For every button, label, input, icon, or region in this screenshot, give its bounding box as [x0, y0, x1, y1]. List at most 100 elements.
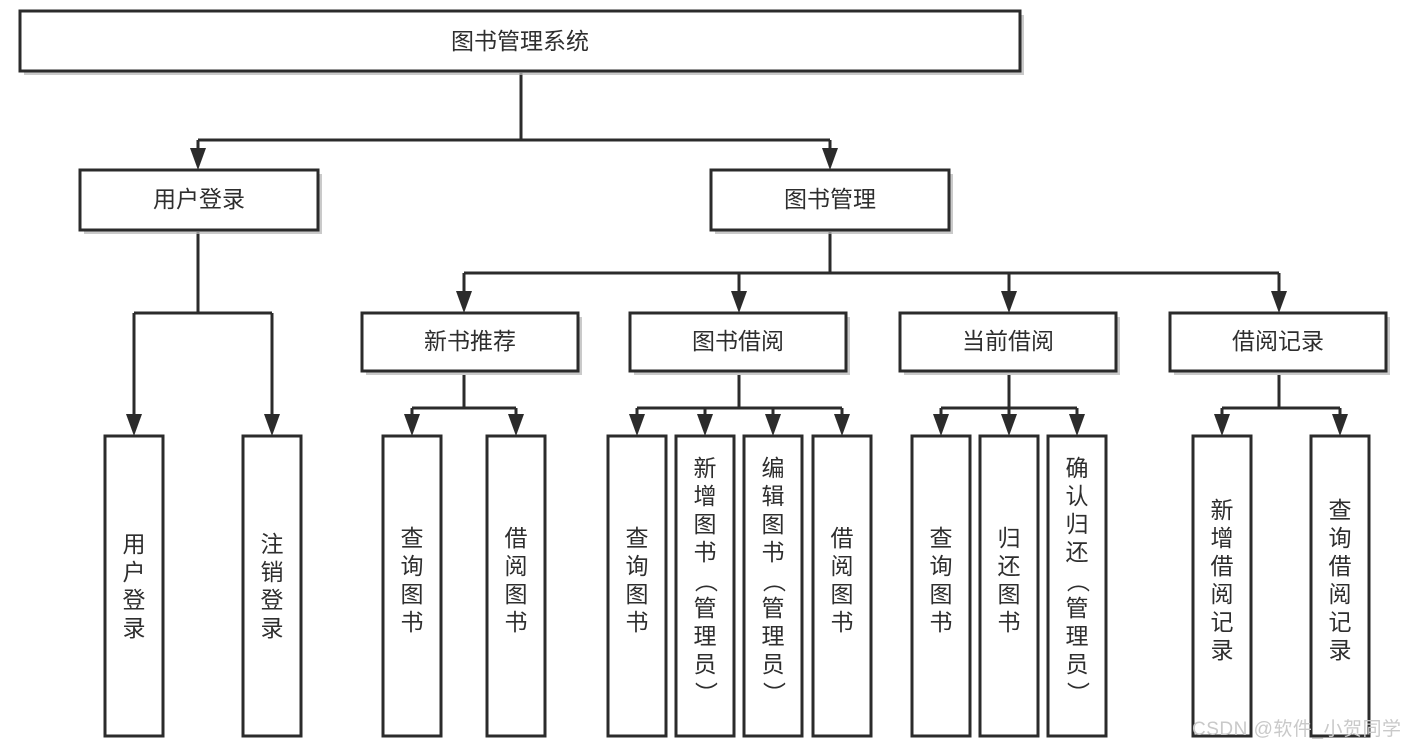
csdn-watermark: CSDN @软件_小贺同学 — [1192, 718, 1401, 740]
new-book-recommend-node-label: 新书推荐 — [424, 328, 516, 354]
svg-text:书: 书 — [762, 539, 785, 565]
svg-text:归: 归 — [1066, 511, 1089, 537]
arrow-icon-to-user-login — [190, 148, 206, 170]
svg-text:增: 增 — [1211, 525, 1234, 551]
leaf-box-ul-1 — [241, 434, 303, 738]
arrow-icon-bb-0 — [629, 414, 645, 436]
svg-text:用: 用 — [123, 531, 146, 557]
svg-text:理: 理 — [694, 623, 717, 649]
svg-text:借: 借 — [831, 525, 854, 551]
arrow-icon-ul-0 — [126, 414, 142, 436]
arrow-icon-l3-1 — [731, 291, 747, 313]
book-management-node-box — [709, 168, 951, 232]
svg-text:管: 管 — [1066, 595, 1089, 621]
svg-text:增: 增 — [694, 483, 717, 509]
leaf-box-cb-0 — [910, 434, 972, 738]
node-current-borrow[interactable]: 当前借阅 — [898, 311, 1120, 375]
svg-text:图: 图 — [998, 581, 1021, 607]
svg-text:记: 记 — [1329, 609, 1352, 635]
arrow-icon-bb-2 — [765, 414, 781, 436]
svg-text:书: 书 — [694, 539, 717, 565]
user-login-node-label: 用户登录 — [153, 186, 245, 212]
edge-current-borrow-to-leaves — [933, 375, 1085, 436]
root-node-label: 图书管理系统 — [451, 28, 589, 54]
leaf-box-cb-2 — [1046, 434, 1108, 738]
svg-text:录: 录 — [1211, 637, 1234, 663]
svg-text:）: ） — [1065, 682, 1091, 705]
svg-text:书: 书 — [831, 609, 854, 635]
new-book-recommend-node-box — [360, 311, 580, 373]
arrow-icon-l3-0 — [456, 291, 472, 313]
svg-text:员: 员 — [762, 651, 785, 677]
user-login-node-box — [78, 168, 320, 232]
svg-text:查: 查 — [1329, 497, 1352, 523]
svg-text:（: （ — [693, 570, 719, 593]
svg-text:理: 理 — [1066, 623, 1089, 649]
arrow-icon-l3-3 — [1271, 291, 1287, 313]
leaf-box-nb-0 — [381, 434, 443, 738]
arrow-icon-l3-2 — [1001, 291, 1017, 313]
svg-text:新: 新 — [1211, 497, 1234, 523]
leaf-box-bb-2 — [742, 434, 804, 738]
edge-book-borrow-to-leaves — [629, 375, 850, 436]
arrow-icon-ul-1 — [264, 414, 280, 436]
leaf-box-cb-1 — [978, 434, 1040, 738]
svg-text:还: 还 — [1066, 539, 1089, 565]
svg-text:借: 借 — [505, 525, 528, 551]
leaf-box-bb-0 — [606, 434, 668, 738]
book-management-node-label: 图书管理 — [784, 186, 876, 212]
leaf-box-ul-0 — [103, 434, 165, 738]
book-borrow-node-label: 图书借阅 — [692, 328, 784, 354]
svg-text:查: 查 — [626, 525, 649, 551]
svg-text:户: 户 — [123, 559, 146, 585]
svg-text:书: 书 — [401, 609, 424, 635]
node-book-borrow[interactable]: 图书借阅 — [628, 311, 850, 375]
node-root-book-management-system[interactable]: 图书管理系统 — [18, 9, 1024, 75]
node-user-login[interactable]: 用户登录 — [78, 168, 322, 234]
leaf-box-br-0 — [1191, 434, 1253, 738]
borrow-record-node-label: 借阅记录 — [1232, 328, 1324, 354]
svg-text:员: 员 — [694, 651, 717, 677]
node-new-book-recommend[interactable]: 新书推荐 — [360, 311, 582, 375]
arrow-icon-cb-1 — [1001, 414, 1017, 436]
svg-text:询: 询 — [1329, 525, 1352, 551]
edge-user-login-to-leaves — [126, 232, 280, 436]
svg-text:登: 登 — [261, 587, 284, 613]
arrow-icon-bb-1 — [697, 414, 713, 436]
svg-text:还: 还 — [998, 553, 1021, 579]
arrow-icon-br-0 — [1214, 414, 1230, 436]
svg-text:图: 图 — [930, 581, 953, 607]
svg-text:阅: 阅 — [505, 553, 528, 579]
svg-text:图: 图 — [831, 581, 854, 607]
node-book-management[interactable]: 图书管理 — [709, 168, 953, 234]
svg-text:图: 图 — [505, 581, 528, 607]
node-borrow-record[interactable]: 借阅记录 — [1168, 311, 1390, 375]
leaf-box-br-1 — [1309, 434, 1371, 738]
arrow-icon-bb-3 — [834, 414, 850, 436]
svg-text:）: ） — [693, 682, 719, 705]
borrow-record-node-box — [1168, 311, 1388, 373]
leaf-label-ul-0: 用户登录 — [123, 531, 146, 641]
svg-text:归: 归 — [998, 525, 1021, 551]
edge-book-management-to-level3 — [456, 232, 1287, 313]
leaf-node-user-login-login[interactable]: 用户登录 — [103, 434, 165, 738]
leaf-box-bb-3 — [811, 434, 873, 738]
